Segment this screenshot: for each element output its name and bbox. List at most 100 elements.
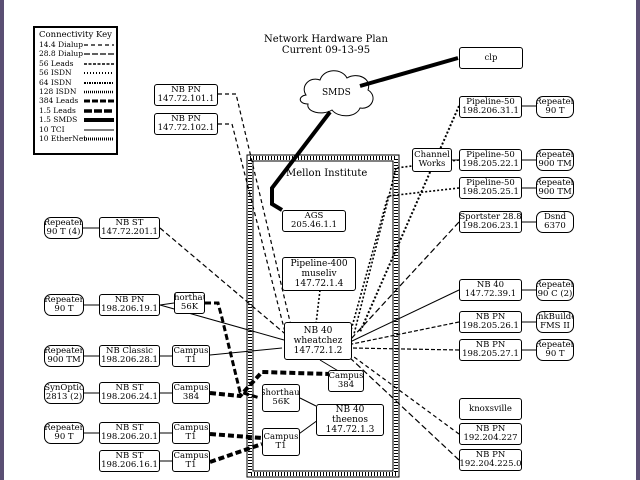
link-pipe25 (349, 187, 460, 335)
node-label-line: T1 (275, 441, 287, 451)
node-label-line: Pipeline-50 (466, 150, 515, 160)
link-wheat-t1a (209, 347, 283, 356)
link-smds-clp (359, 56, 459, 88)
node-label-line: Campus (173, 423, 209, 433)
key-row: 10 TCI (38, 124, 114, 134)
key-label: 28.8 Dialup (39, 49, 83, 59)
node-label-line: Pipeline-50 (466, 178, 515, 188)
link-nb40-39 (349, 289, 460, 343)
node-label-line: NB 40 (303, 326, 333, 336)
node-label-line: 147.72.201.1 (101, 227, 158, 237)
link-nbpn19-short (159, 302, 175, 306)
node-label-line: 198.205.27.1 (462, 349, 519, 359)
key-sample-line (84, 99, 114, 103)
node-label-line: T1 (185, 460, 197, 470)
node-label-line: NB PN (475, 340, 506, 350)
link-nbpn227 (349, 353, 460, 435)
node-label-line: NB PN (171, 114, 201, 124)
key-sample-line (84, 118, 114, 123)
smds-label: SMDS (322, 88, 351, 98)
node-label-line: Repeater (44, 346, 84, 356)
node-label-line: 90 T (54, 304, 74, 314)
node-label-line: NB PN (475, 312, 506, 322)
node-label-line: AGS (304, 211, 324, 221)
key-label: 56 Leads (39, 58, 74, 68)
link-sportster (349, 221, 460, 341)
node-label-line: Repeater (536, 280, 574, 290)
node-label-line: Dsnd (543, 212, 567, 222)
key-label: 10 TCI (39, 124, 65, 134)
link-pipe400 (315, 289, 321, 325)
node-label-line: 198.206.31.1 (462, 106, 519, 116)
node-label-line: 198.206.20.1 (101, 432, 158, 442)
node-label-line: theenos (332, 415, 368, 425)
node-label-line: 147.72.1.2 (293, 346, 343, 356)
link-t1d-t1c (209, 442, 263, 464)
node-label-line: 2813 (2) (45, 392, 83, 402)
node-label-line: Campus (328, 371, 364, 381)
key-row: 1.5 SMDS (38, 115, 114, 124)
node-label-line: 198.206.23.1 (462, 221, 519, 231)
node-label-line: Pipeline-400 (290, 259, 348, 269)
key-label: 1.5 Leads (39, 105, 76, 115)
node-label-line: LinkBuilder (537, 312, 573, 322)
link-short36-t1 (205, 301, 261, 400)
key-row: 64 ISDN (38, 78, 114, 87)
node-label-line: clp (484, 52, 498, 63)
node-label-line: 198.206.19.1 (101, 304, 158, 314)
node-short36: Shorthaul56K (174, 292, 205, 314)
institute-border (246, 154, 400, 478)
link-pipe31 (359, 105, 460, 333)
link-t1b-t1c (209, 432, 263, 440)
node-label-line: Repeater (536, 150, 574, 160)
node-label-line: Sportster 28.8 (459, 212, 522, 222)
key-row: 1.5 Leads (38, 105, 114, 115)
node-label-line: 192.204.225.0 (459, 459, 522, 469)
node-label-line: Campus (173, 346, 209, 356)
node-label-line: Repeater (44, 423, 84, 433)
key-label: 56 ISDN (39, 68, 72, 78)
key-row: 14.4 Dialup (38, 40, 114, 49)
node-label-line: Campus (173, 383, 209, 393)
node-label-line: T1 (185, 355, 197, 365)
node-label-line: NB 40 (476, 280, 505, 290)
node-label-line: 198.205.22.1 (462, 159, 519, 169)
node-label-line: knoxsville (469, 403, 512, 414)
title-line: Network Hardware Plan (264, 34, 388, 45)
link-nbpn225 (347, 355, 460, 461)
key-label: 128 ISDN (39, 86, 77, 96)
node-label-line: 90 T (54, 432, 74, 442)
node-label-line: 900 TM (538, 187, 572, 197)
node-label-line: NB 40 (335, 405, 365, 415)
link-smds-ags (270, 110, 332, 212)
key-label: 10 EtherNet (39, 133, 87, 143)
node-label-line: 147.72.102.1 (157, 123, 215, 133)
node-label-line: 198.205.26.1 (462, 321, 519, 331)
node-label-line: Pipeline-50 (466, 97, 515, 107)
node-label-line: 147.72.101.1 (157, 94, 215, 104)
node-label-line: 6370 (544, 221, 566, 231)
link-nbpn27 (351, 347, 460, 351)
key-row: 10 EtherNet (38, 133, 114, 143)
node-label-line: SynOptic (44, 383, 84, 393)
